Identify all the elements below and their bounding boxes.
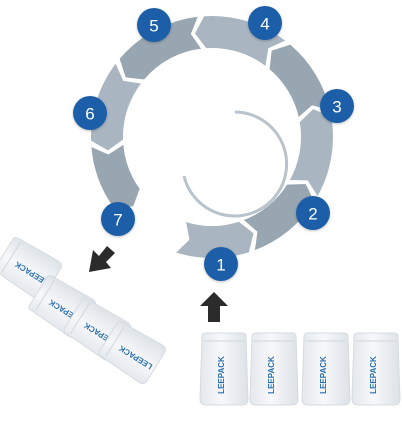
step-badge-7: 7: [101, 202, 135, 236]
input-pouch: LEEPACK: [351, 332, 401, 406]
pouch-body: [199, 332, 249, 406]
pouch-brand-text: LEEPACK: [369, 356, 378, 394]
step-badge-circle: [248, 6, 282, 40]
step-number: 3: [332, 98, 341, 117]
step-badge-2: 2: [296, 196, 330, 230]
ring-arrow-segment: [89, 141, 142, 210]
output-pouch: LEEPACK: [98, 321, 166, 385]
ring-arrow-segment: [240, 182, 317, 254]
input-pouch: LEEPACK: [249, 332, 299, 406]
pouch-brand-text: LEEPACK: [319, 356, 328, 394]
step-badge-circle: [101, 202, 135, 236]
down-left-arrow-icon: [89, 246, 115, 272]
ring-arrow-segment: [89, 59, 145, 153]
inner-spiral-line: [182, 110, 289, 218]
pouch-body: [249, 332, 299, 406]
step-number: 6: [85, 105, 94, 124]
step-number: 1: [216, 256, 225, 275]
step-number: 2: [308, 205, 317, 224]
pouch-body: [351, 332, 401, 406]
pouch-seal-line: [1, 241, 22, 273]
step-number: 5: [149, 17, 158, 36]
step-badge-circle: [204, 247, 238, 281]
ring-arrow-segment: [286, 106, 335, 200]
pouch-body: [98, 321, 166, 385]
input-pouch: LEEPACK: [301, 332, 351, 406]
pouch-brand-text: LEEPACK: [217, 356, 226, 394]
pouch-body: [301, 332, 351, 406]
step-badge-5: 5: [137, 8, 171, 42]
step-badge-circle: [296, 196, 330, 230]
pouch-seal-line: [70, 302, 91, 334]
step-badge-1: 1: [204, 247, 238, 281]
pouch-brand-text: LEEPACK: [267, 356, 276, 394]
pouch-seal-line: [105, 325, 126, 357]
ring-arrow-segment: [172, 219, 256, 260]
step-number: 4: [260, 15, 269, 34]
ring-arrow-segment: [267, 42, 333, 121]
step-badge-4: 4: [248, 6, 282, 40]
step-badge-6: 6: [73, 96, 107, 130]
input-pouches: LEEPACK LEEPACK LEEPACK LEEPACK: [199, 332, 401, 406]
step-badge-3: 3: [320, 89, 354, 123]
step-number: 7: [113, 211, 122, 230]
pouch-seal-line: [35, 279, 56, 311]
up-arrow-icon: [200, 292, 228, 322]
step-badge-circle: [73, 96, 107, 130]
step-badges: 1 2 3 4 5 6 7: [73, 6, 354, 281]
step-badge-circle: [320, 89, 354, 123]
input-pouch: LEEPACK: [199, 332, 249, 406]
step-badge-circle: [137, 8, 171, 42]
